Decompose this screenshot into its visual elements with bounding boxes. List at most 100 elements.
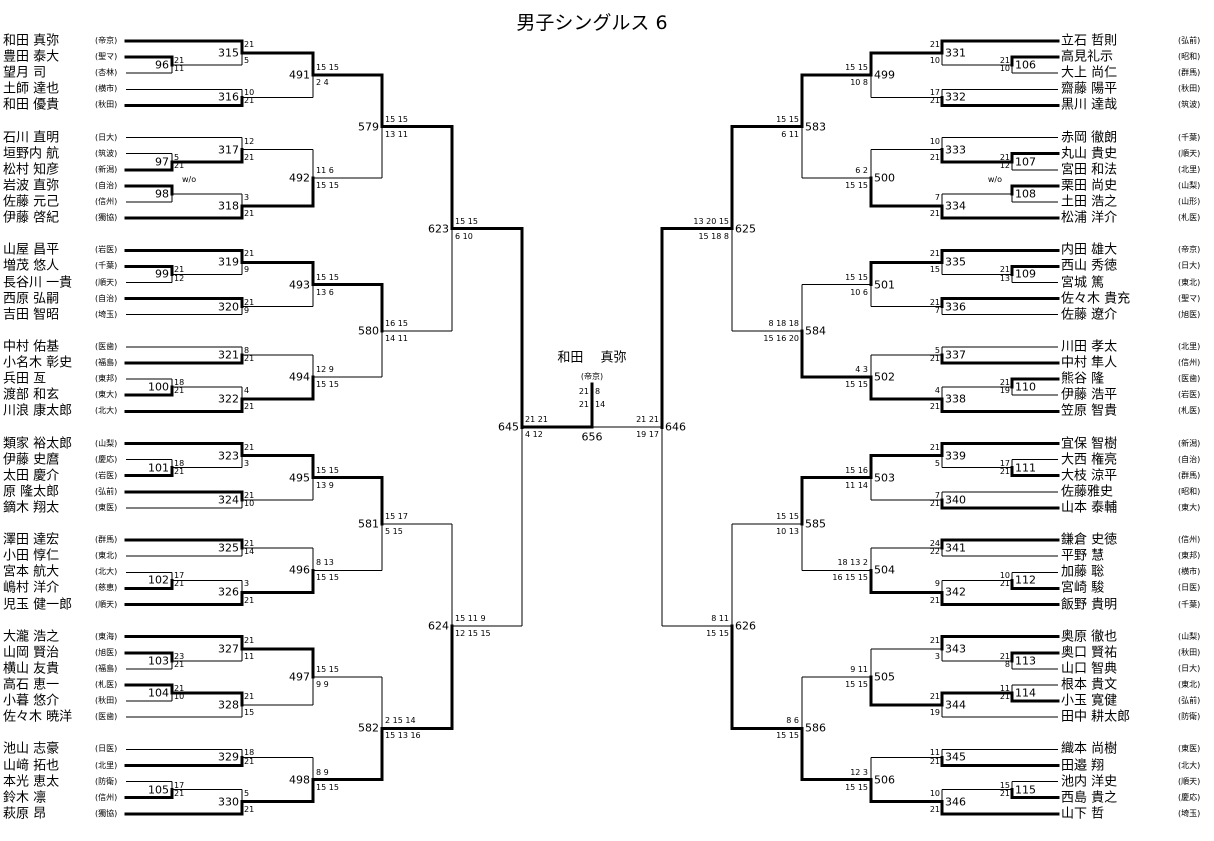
player-affiliation: (筑波) — [95, 148, 118, 158]
match-number: 345 — [945, 750, 966, 764]
match-number: 625 — [735, 222, 756, 236]
player-affiliation: (群馬) — [95, 535, 118, 545]
match-number: 102 — [148, 573, 169, 587]
match-number: 623 — [428, 222, 449, 236]
player-affiliation: (筑波) — [1178, 100, 1201, 110]
score: 13 9 — [316, 480, 334, 490]
player-name: 宮田 和法 — [1061, 162, 1118, 178]
score: 15 11 9 — [455, 614, 486, 624]
player-affiliation: (慶応) — [1178, 792, 1201, 802]
score: 10 — [929, 136, 940, 146]
score: 15 15 — [316, 782, 339, 792]
match-number: 626 — [735, 619, 756, 633]
score: 21 — [999, 579, 1010, 589]
score: 10 — [244, 88, 255, 98]
player-name: 黒川 達哉 — [1061, 97, 1118, 113]
score: 7 — [934, 305, 940, 315]
player-affiliation: (秋田) — [95, 100, 118, 110]
player-affiliation: (北里) — [1178, 164, 1201, 174]
score: 22 — [929, 547, 940, 557]
score: 15 16 20 — [763, 333, 799, 343]
player-affiliation: (信州) — [1178, 535, 1201, 545]
score: 17 — [929, 88, 940, 98]
score: w/o — [182, 174, 197, 184]
match-number: 579 — [358, 120, 379, 134]
player-affiliation: (信州) — [95, 792, 118, 802]
player-name: 平野 慧 — [1061, 548, 1105, 564]
player-affiliation: (埼玉) — [95, 309, 118, 319]
match-number: 505 — [874, 670, 895, 684]
match-number: 337 — [945, 348, 966, 362]
match-number: 331 — [945, 46, 966, 60]
match-number: 338 — [945, 392, 966, 406]
player-name: 山下 哲 — [1061, 806, 1105, 822]
score: 21 — [929, 635, 940, 645]
score: 21 — [999, 56, 1010, 66]
score: 21 — [999, 466, 1010, 476]
player-affiliation: (札医) — [1178, 213, 1201, 223]
player-affiliation: (千葉) — [1178, 599, 1201, 609]
match-number: 96 — [155, 58, 169, 72]
match-number: 317 — [218, 143, 239, 157]
score: 15 15 — [316, 380, 339, 390]
score: 21 — [929, 96, 940, 106]
score: 21 — [929, 498, 940, 508]
score: 8 — [1004, 659, 1010, 669]
score: 12 — [174, 273, 185, 283]
score: 15 15 — [316, 465, 339, 475]
player-affiliation: (東医) — [95, 502, 118, 512]
score: 7 — [934, 192, 940, 202]
match-number: 321 — [218, 348, 239, 362]
player-affiliation: (順天) — [95, 277, 118, 287]
score: 21 — [174, 56, 185, 66]
score: 10 — [999, 64, 1010, 74]
player-name: 川浪 康太郎 — [3, 403, 73, 419]
score: 11 6 — [316, 165, 334, 175]
player-name: 齋藤 陽平 — [1061, 81, 1118, 97]
score: 15 15 — [845, 380, 868, 390]
match-number: 105 — [148, 783, 169, 797]
match-number: 500 — [874, 171, 895, 185]
score: 11 — [999, 684, 1010, 693]
score: 15 15 — [316, 272, 339, 282]
score: 15 15 — [316, 63, 339, 73]
match-number: 115 — [1015, 783, 1036, 797]
match-number: 497 — [289, 670, 310, 684]
player-name: 笠原 智貴 — [1061, 403, 1118, 419]
score: 13 20 15 — [693, 216, 729, 226]
player-name: 鏑木 翔太 — [3, 500, 60, 516]
player-name: 西山 秀徳 — [1061, 258, 1118, 274]
score: 17 — [174, 780, 185, 790]
player-affiliation: (北大) — [1178, 760, 1201, 770]
player-name: 豊田 泰大 — [3, 49, 60, 65]
match-number: 110 — [1015, 380, 1036, 394]
score: 15 — [999, 780, 1010, 790]
match-number: 325 — [218, 541, 239, 555]
score: 18 — [174, 378, 185, 388]
player-affiliation: (東邦) — [95, 374, 118, 384]
match-number: 336 — [945, 300, 966, 314]
player-affiliation: (日大) — [95, 132, 118, 142]
score: 13 11 — [385, 129, 408, 139]
player-name: 池山 志豪 — [3, 741, 60, 757]
score: 21 — [999, 788, 1010, 798]
player-name: 長谷川 一貴 — [3, 275, 73, 290]
player-name: 中村 佑基 — [3, 339, 60, 355]
player-name: 松浦 洋介 — [1061, 210, 1118, 226]
player-name: 奥口 賢祐 — [1061, 645, 1118, 661]
score: 21 — [244, 442, 255, 452]
score: 15 15 — [776, 114, 799, 124]
player-name: 類家 裕太郎 — [3, 436, 73, 451]
score: 15 17 — [385, 512, 408, 521]
match-number: 318 — [218, 199, 239, 213]
score: 8 18 18 — [768, 318, 799, 328]
player-name: 小玉 寛健 — [1061, 693, 1118, 709]
score: 21 21 — [525, 415, 548, 425]
score: 12 — [244, 136, 255, 146]
match-number: 334 — [945, 199, 966, 213]
score: 12 — [999, 160, 1010, 170]
player-affiliation: (帝京) — [95, 36, 118, 45]
player-affiliation: (杏林) — [95, 68, 118, 78]
player-affiliation: (旭医) — [1178, 309, 1201, 319]
